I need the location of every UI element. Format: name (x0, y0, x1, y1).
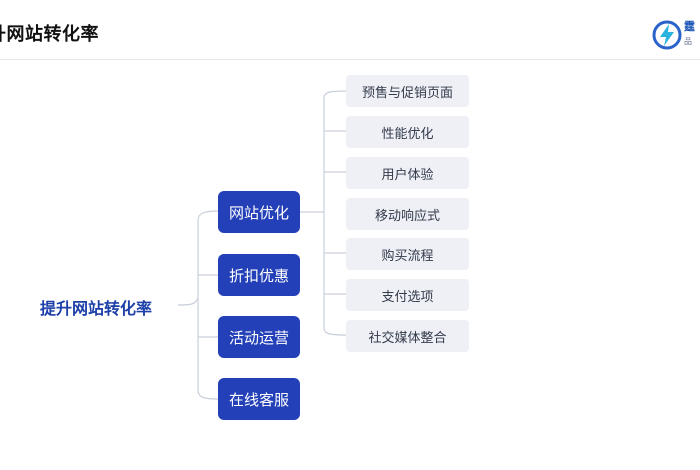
leaf-presale-promo-page: 预售与促销页面 (346, 75, 469, 107)
leaf-social-integration: 社交媒体整合 (346, 320, 469, 352)
diagram-root: 提升网站转化率 (40, 299, 153, 318)
leaf-mobile-responsive: 移动响应式 (346, 198, 469, 230)
leaf-performance-optimization: 性能优化 (346, 116, 469, 148)
leaf-purchase-flow: 购买流程 (346, 238, 469, 270)
header-bar: 升网站转化率 霆 品 (0, 0, 700, 60)
leaf-user-experience: 用户体验 (346, 157, 469, 189)
branch-campaign-operations: 活动运营 (218, 316, 300, 358)
logo-text: 霆 (684, 20, 695, 33)
page-title: 升网站转化率 (0, 24, 99, 45)
logo-subtext: 品 (684, 37, 692, 46)
lightning-circle-icon (652, 20, 682, 50)
branch-website-optimization: 网站优化 (218, 191, 300, 233)
branch-discounts: 折扣优惠 (218, 254, 300, 296)
branch-online-support: 在线客服 (218, 378, 300, 420)
leaf-payment-options: 支付选项 (346, 279, 469, 311)
